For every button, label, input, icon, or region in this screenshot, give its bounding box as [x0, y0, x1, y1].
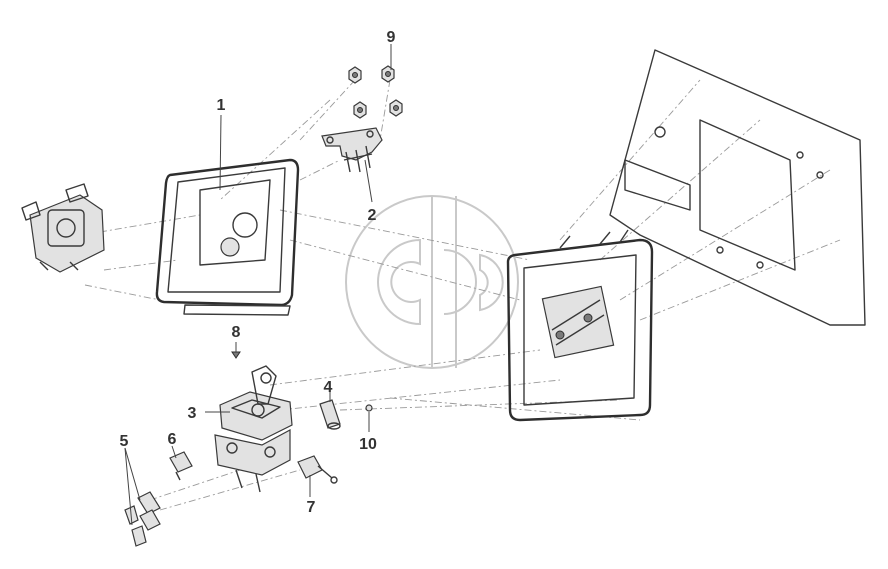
nuts-part-9	[348, 65, 403, 119]
valve-block-left	[21, 183, 105, 273]
callout-3: 3	[188, 405, 197, 422]
assembly-guide-lines	[84, 79, 841, 511]
background-panel	[609, 49, 866, 326]
pin-part-10	[365, 404, 373, 412]
control-plate-assembly	[506, 229, 654, 422]
screw-part-8	[231, 351, 241, 359]
callout-5: 5	[120, 433, 129, 450]
callout-1: 1	[217, 97, 226, 114]
sensor-part-7	[297, 455, 338, 484]
bracket-part-2	[321, 127, 383, 173]
callout-10: 10	[359, 436, 377, 453]
callout-9: 9	[387, 29, 396, 46]
mounting-plate-part-1	[155, 158, 300, 316]
callout-4: 4	[324, 379, 333, 396]
leader-lines	[124, 44, 392, 526]
callout-8: 8	[232, 324, 241, 341]
valve-body-part-3	[214, 365, 293, 493]
sleeve-part-4	[319, 399, 341, 430]
plug-part-6	[169, 451, 193, 481]
fittings-part-5	[124, 491, 161, 547]
callout-6: 6	[168, 431, 177, 448]
callout-2: 2	[368, 207, 377, 224]
callout-7: 7	[307, 499, 316, 516]
